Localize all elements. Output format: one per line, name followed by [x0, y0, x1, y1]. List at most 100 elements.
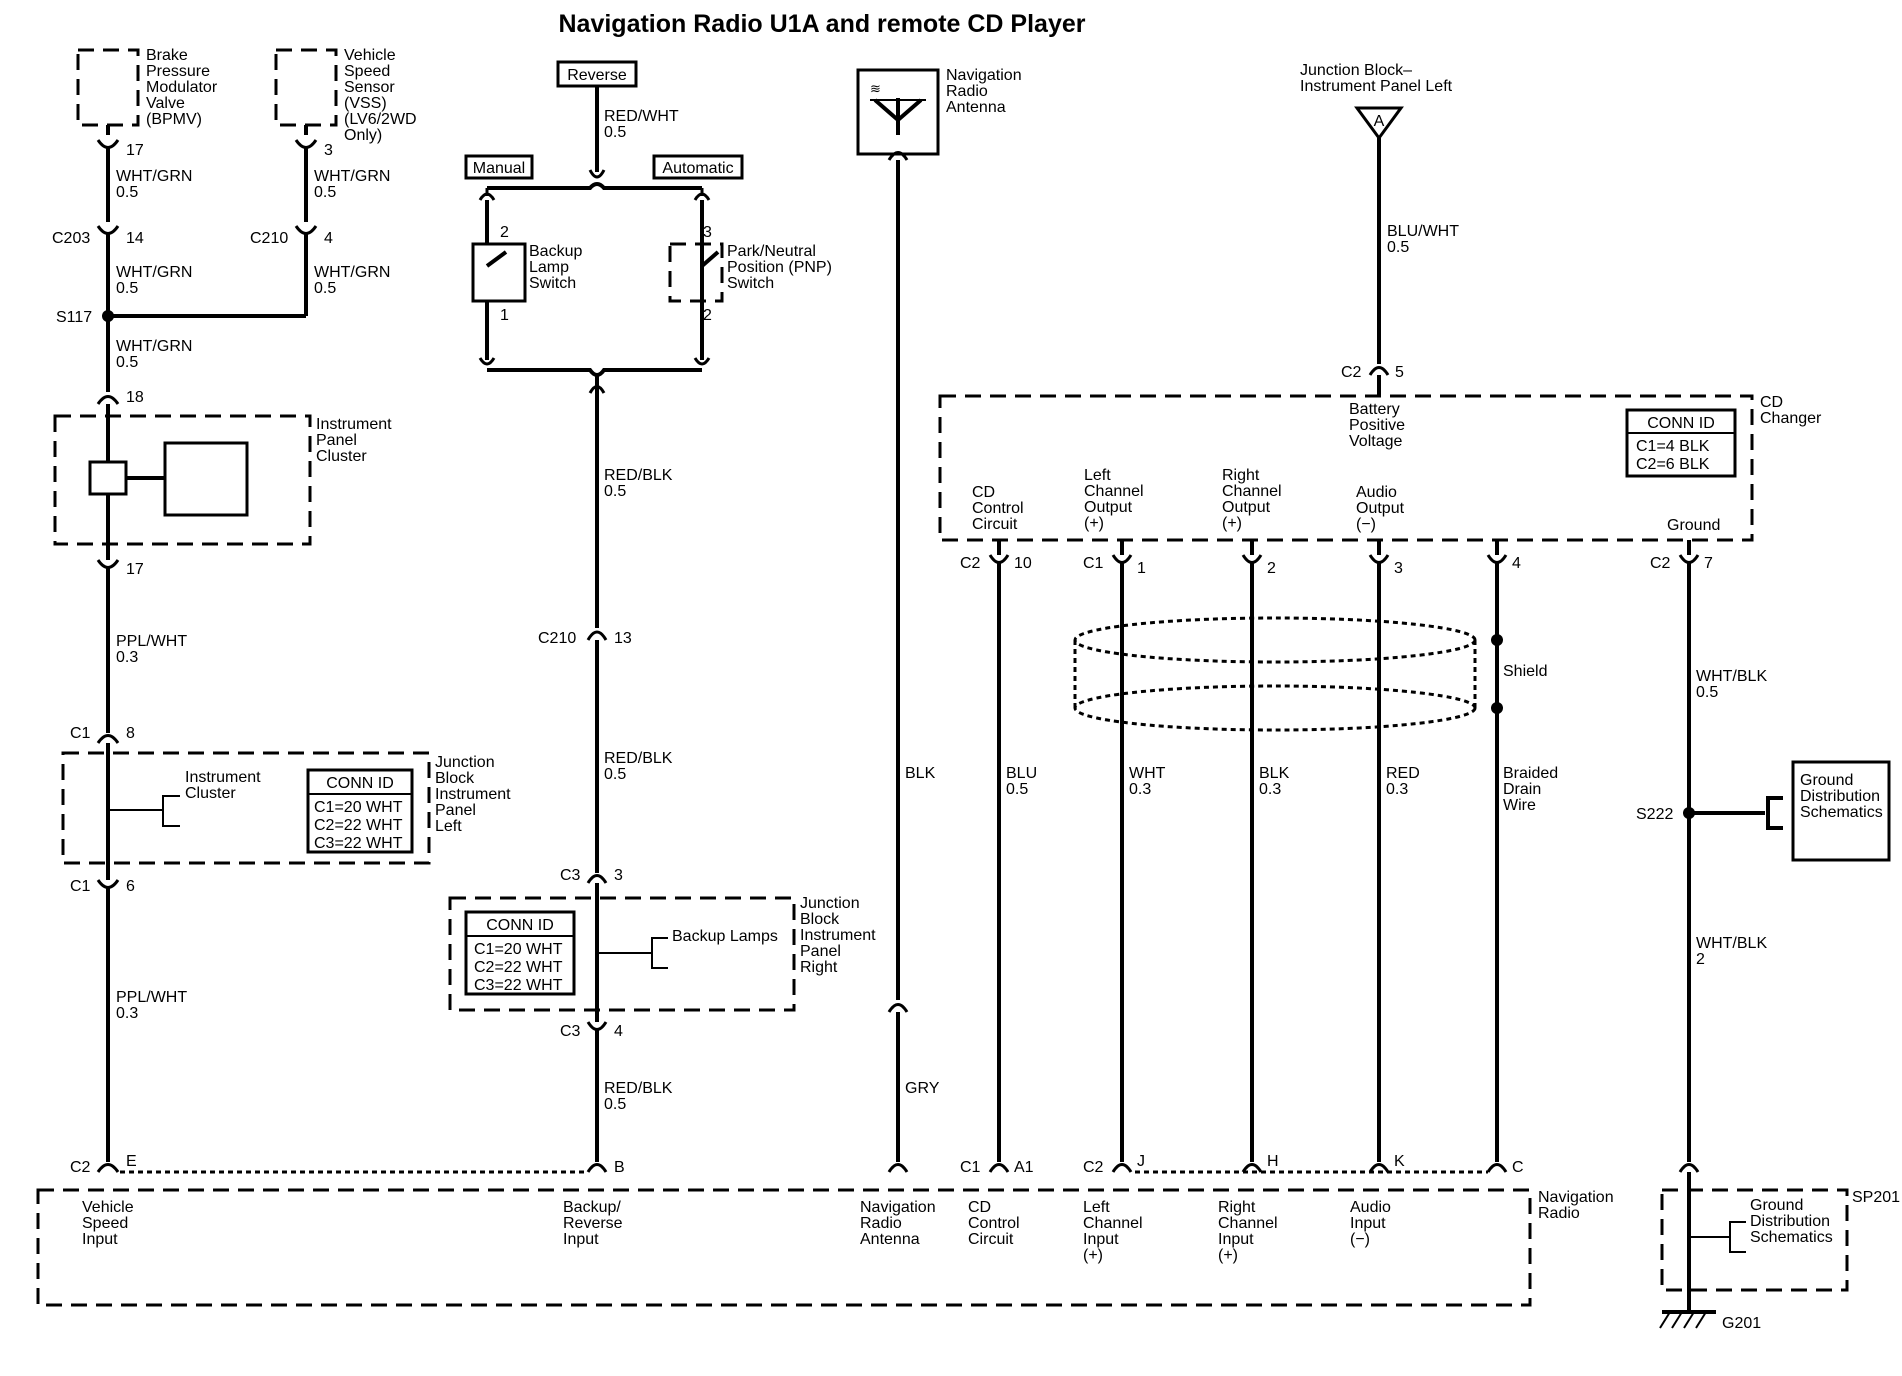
connector-switch-out — [588, 385, 606, 394]
backup-lamps-label: Backup Lamps — [672, 928, 778, 945]
connector-label: C2 — [70, 1159, 91, 1176]
connector-bpmv-17 — [96, 139, 120, 149]
automatic-label: Automatic — [662, 160, 733, 177]
connector-c1-a1 — [988, 1163, 1010, 1173]
connector-label: C1 — [960, 1159, 981, 1176]
splice-s117 — [102, 310, 114, 322]
junction-a-label: A — [1374, 113, 1385, 130]
connector-c3-3 — [586, 874, 608, 884]
wire-color-label: GRY — [905, 1080, 940, 1097]
connector-c2-e — [96, 1163, 120, 1173]
conn-id-row: C3=22 WHT — [314, 835, 403, 852]
connector-h — [1241, 1163, 1263, 1173]
conn-id-header: CONN ID — [1647, 415, 1715, 432]
g201-label: G201 — [1722, 1315, 1761, 1332]
conn-id-row: C2=22 WHT — [314, 817, 403, 834]
diagram-title: Navigation Radio U1A and remote CD Playe… — [559, 10, 1086, 38]
reverse-label: Reverse — [567, 67, 627, 84]
pin-label: 7 — [1704, 555, 1713, 572]
junction-block-top-label: Junction Block–Instrument Panel Left — [1300, 62, 1453, 95]
connector-c210-top — [294, 225, 318, 235]
connector-label: C3 — [560, 1023, 581, 1040]
ground-label: Ground — [1667, 517, 1720, 534]
pin-label: 2 — [500, 224, 509, 241]
pin-label: 3 — [324, 142, 333, 159]
connector-b — [586, 1163, 608, 1173]
pin-label: 17 — [126, 142, 144, 159]
conn-id-row: C3=22 WHT — [474, 977, 563, 994]
connector-c2-j — [1111, 1163, 1133, 1173]
pin-label: 14 — [126, 230, 144, 247]
junction-a-triangle — [1354, 106, 1404, 141]
conn-id-row: C1=4 BLK — [1636, 438, 1710, 455]
conn-id-header: CONN ID — [326, 775, 394, 792]
connector-reverse — [588, 169, 606, 179]
pin-label: K — [1394, 1153, 1405, 1170]
connector-bls-top — [478, 188, 496, 201]
pin-label: 18 — [126, 389, 144, 406]
connector-label: C210 — [538, 630, 576, 647]
pin-label: 4 — [614, 1023, 623, 1040]
connector-cluster-17 — [96, 559, 120, 569]
pin-label: 5 — [1395, 364, 1404, 381]
conn-id-row: C1=20 WHT — [314, 799, 403, 816]
connector-label: C210 — [250, 230, 288, 247]
shield-label: Shield — [1503, 663, 1547, 680]
connector-pin-2 — [1241, 554, 1263, 564]
pin-label: H — [1267, 1153, 1279, 1170]
pin-label: 2 — [1267, 560, 1276, 577]
pin-label: 3 — [614, 867, 623, 884]
conn-id-row: C1=20 WHT — [474, 941, 563, 958]
connector-label: C203 — [52, 230, 90, 247]
connector-label: C2 — [1083, 1159, 1104, 1176]
connector-c2-10 — [988, 554, 1010, 564]
connector-c — [1486, 1163, 1508, 1173]
conn-id-header: CONN ID — [486, 917, 554, 934]
connector-c3-4 — [586, 1021, 608, 1031]
connector-label: C2 — [1650, 555, 1671, 572]
connector-vss-3 — [294, 139, 318, 149]
connector-label: C2 — [960, 555, 981, 572]
connector-pin-4 — [1486, 554, 1508, 564]
connector-pnp-top — [693, 188, 711, 201]
splice-label: S222 — [1636, 806, 1673, 823]
pin-label: 6 — [126, 878, 135, 895]
pin-label: 8 — [126, 725, 135, 742]
wire-color-label: BLK — [905, 765, 936, 782]
connector-c1-6 — [96, 879, 120, 889]
connector-c1-1 — [1111, 554, 1133, 564]
